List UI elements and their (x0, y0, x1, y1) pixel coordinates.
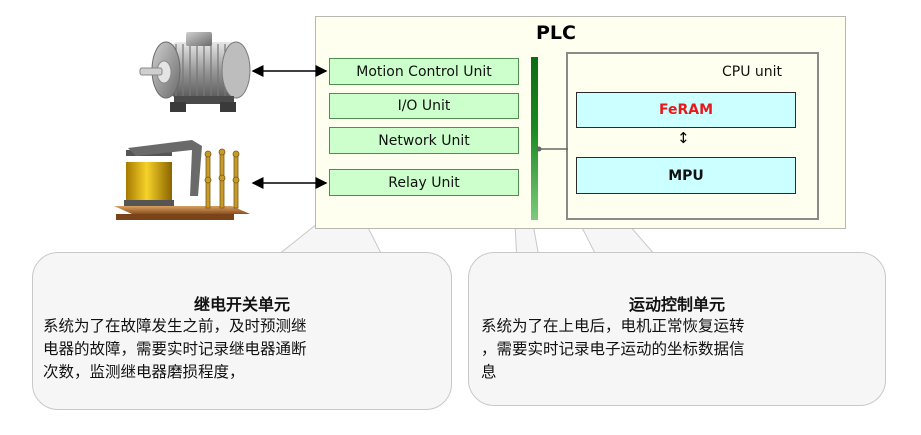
motion-control-unit: Motion Control Unit (329, 58, 519, 85)
bus-junction-dot (536, 146, 542, 152)
relay-callout: 继电开关单元 系统为了在故障发生之前，及时预测继 电器的故障，需要实时记录继电器… (32, 252, 452, 410)
cpu-unit-label: CPU unit (722, 64, 783, 80)
relay-icon (114, 140, 250, 220)
motion-callout-line: 息 (481, 363, 497, 381)
relay-callout-body: 系统为了在故障发生之前，及时预测继 电器的故障，需要实时记录继电器通断 次数，监… (43, 315, 448, 384)
relay-callout-title: 继电开关单元 (193, 295, 290, 314)
relay-callout-line: 次数，监测继电器磨损程度， (43, 363, 245, 381)
electric-motor-icon (139, 32, 251, 112)
motion-callout-body: 系统为了在上电后，电机正常恢复运转 ，需要实时记录电子运动的坐标数据信 息 (481, 315, 881, 384)
plc-title: PLC (536, 22, 576, 44)
network-unit: Network Unit (329, 127, 519, 154)
relay-callout-line: 系统为了在故障发生之前，及时预测继 (43, 317, 307, 335)
motion-callout-title: 运动控制单元 (628, 295, 725, 314)
up-down-arrow-icon: ↕ (677, 129, 690, 147)
relay-callout-line: 电器的故障，需要实时记录继电器通断 (43, 340, 307, 358)
relay-unit: Relay Unit (329, 169, 519, 196)
cpu-unit-box (566, 52, 819, 220)
motion-callout-line: ，需要实时记录电子运动的坐标数据信 (481, 340, 745, 358)
plc-bus (531, 57, 538, 220)
feram-chip: FeRAM (576, 92, 796, 128)
motion-callout-line: 系统为了在上电后，电机正常恢复运转 (481, 317, 745, 335)
mpu-chip: MPU (576, 157, 796, 194)
motion-callout: 运动控制单元 系统为了在上电后，电机正常恢复运转 ，需要实时记录电子运动的坐标数… (468, 252, 886, 406)
io-unit: I/O Unit (329, 93, 519, 119)
